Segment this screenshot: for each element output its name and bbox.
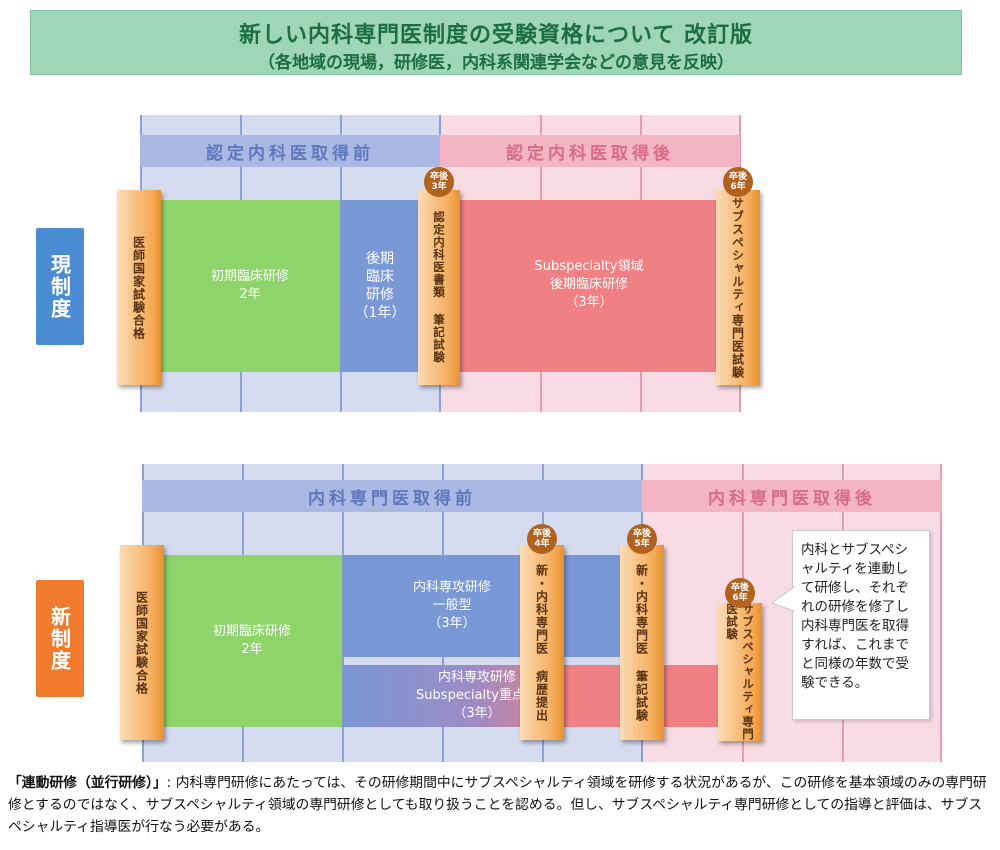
current-exam-1: 認定内科医書類 筆記試験 bbox=[418, 190, 460, 385]
current-exam-2: サブスペシャルティ専門医試験 bbox=[716, 190, 760, 385]
footnote-term: 「連動研修（並行研修）」 bbox=[8, 775, 167, 791]
new-grid-line bbox=[940, 464, 942, 762]
footnote: 「連動研修（並行研修）」: 内科専門研修にあたっては、その研修期間中にサブスペシ… bbox=[8, 772, 994, 838]
current-phase-before: 認定内科医取得前 bbox=[140, 135, 440, 167]
new-exam-3: サブスペシャルティ専門医試験 bbox=[718, 603, 762, 741]
callout-pointer bbox=[770, 586, 796, 612]
callout-text: 内科とサブスペシャルティを連動して研修し、それぞれの研修を修了し内科専門医を取得… bbox=[801, 542, 909, 691]
new-phase-after: 内科専門医取得後 bbox=[642, 480, 942, 512]
current-initial-training: 初期臨床研修 2年 bbox=[160, 200, 340, 372]
new-license-exam: 医師国家試験合格 bbox=[120, 545, 164, 740]
new-system-label: 新制度 bbox=[36, 580, 84, 697]
title-subtitle: （各地域の現場，研修医，内科系関連学会などの意見を反映） bbox=[258, 53, 734, 73]
title-main: 新しい内科専門医制度の受験資格について 改訂版 bbox=[238, 23, 753, 48]
new-initial-training: 初期臨床研修 2年 bbox=[162, 555, 342, 727]
current-license-exam: 医師国家試験合格 bbox=[117, 190, 161, 385]
new-exam-1: 新・内科専門医 病歴提出 bbox=[520, 545, 564, 740]
new-general-training: 内科専攻研修 一般型 （3年） bbox=[342, 555, 642, 657]
new-phase-before: 内科専門医取得前 bbox=[142, 480, 642, 512]
current-subspecialty-training: Subspecialty領域 後期臨床研修 （3年） bbox=[458, 200, 720, 372]
current-later-training: 後期 臨床 研修 （1年） bbox=[340, 200, 420, 372]
callout-note: 内科とサブスペシャルティを連動して研修し、それぞれの研修を修了し内科専門医を取得… bbox=[792, 530, 930, 720]
new-exam-2: 新・内科専門医 筆記試験 bbox=[620, 545, 664, 740]
current-system-label: 現制度 bbox=[36, 228, 84, 345]
current-phase-after: 認定内科医取得後 bbox=[440, 135, 740, 167]
footnote-text: : 内科専門研修にあたっては、その研修期間中にサブスペシャルティ領域を研修する状… bbox=[8, 775, 987, 835]
title-banner: 新しい内科専門医制度の受験資格について 改訂版 （各地域の現場，研修医，内科系関… bbox=[30, 10, 962, 75]
